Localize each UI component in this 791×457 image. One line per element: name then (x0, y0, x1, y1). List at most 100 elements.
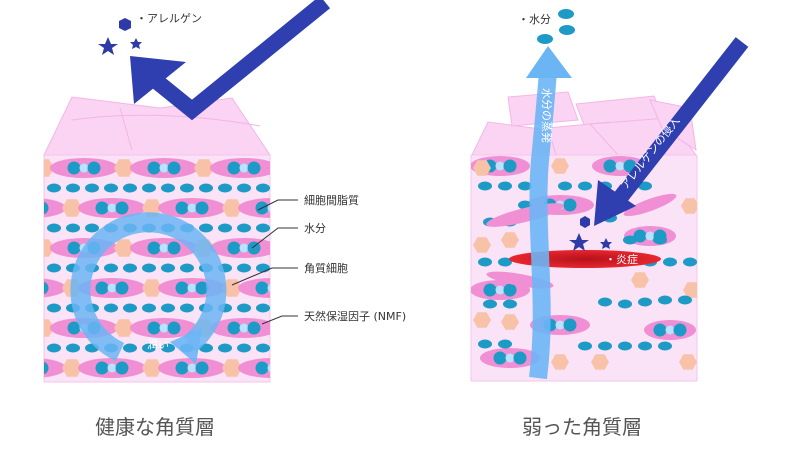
water-dot (578, 181, 592, 191)
water-dot (237, 223, 251, 233)
water-dot (85, 384, 99, 393)
lipid-hexagon (382, 359, 402, 376)
lipid-hexagon (501, 314, 519, 330)
nmf-dot (493, 351, 507, 365)
keratinocyte-cell (0, 238, 38, 258)
water-dot (256, 223, 270, 233)
water-dot (678, 295, 692, 305)
nmf-dot (255, 281, 269, 295)
keratinocyte-cell (238, 278, 270, 298)
water-dot (161, 343, 175, 353)
nmf-dot (308, 322, 321, 335)
water-dot (218, 183, 232, 193)
nmf-light (159, 243, 169, 253)
lipid-hexagon (222, 359, 242, 377)
lipid-hexagon (194, 159, 214, 177)
water-dot (123, 263, 137, 273)
legend-leaders (231, 199, 298, 325)
nmf-dot (483, 283, 497, 297)
nmf-light (159, 323, 169, 333)
lipid-hexagon (274, 239, 294, 256)
water-dot (142, 343, 156, 353)
lipid-hexagon (681, 198, 697, 214)
evaporation-label: 水分の蒸発 (540, 88, 554, 143)
nmf-dot (147, 161, 161, 175)
nmf-dot (8, 242, 21, 255)
healthy-caption: 健康な角質層 (95, 415, 215, 439)
allergen-star-small (130, 38, 142, 49)
healthy-cell-layer (0, 158, 402, 393)
healthy-skin-block: 潤い (0, 96, 402, 393)
nmf-dot (195, 201, 209, 215)
water-dot (498, 339, 512, 349)
lipid-hexagon (473, 160, 491, 176)
water-dot (123, 303, 137, 313)
water-dot (161, 183, 175, 193)
legend-intercellular-lipid: 細胞間脂質 (304, 193, 359, 207)
nmf-light (645, 231, 655, 241)
nmf-dot (147, 241, 161, 255)
lipid-hexagon (501, 232, 519, 248)
nmf-light (159, 163, 169, 173)
nmf-light (0, 324, 9, 333)
nmf-light (79, 163, 89, 173)
nmf-dot (308, 162, 321, 175)
nmf-light (665, 325, 675, 335)
water-dot (478, 181, 492, 191)
water-dot (199, 183, 213, 193)
evaporating-water (537, 9, 575, 44)
nmf-dot (175, 201, 189, 215)
water-dot (478, 257, 492, 267)
lipid-hexagon (551, 158, 569, 174)
water-dot (256, 343, 270, 353)
water-dot (104, 183, 118, 193)
water-dot (161, 384, 175, 393)
water-dot (47, 223, 61, 233)
nmf-dot (563, 318, 577, 332)
nmf-dot (513, 351, 527, 365)
water-dot (180, 384, 194, 393)
nmf-dot (115, 201, 129, 215)
water-dot (161, 303, 175, 313)
keratinocyte-cell (0, 158, 38, 178)
nmf-dot (328, 322, 341, 335)
water-dot (180, 303, 194, 313)
nmf-light (348, 364, 357, 373)
nmf-dot (67, 161, 81, 175)
legend-keratinocyte: 角質細胞 (304, 261, 348, 275)
water-dot (483, 299, 497, 309)
keratinocyte-cell (238, 198, 270, 218)
nmf-light (555, 320, 565, 330)
water-dot (498, 257, 512, 267)
lipid-hexagon (551, 354, 569, 370)
water-dot (663, 257, 677, 267)
water-dot (578, 341, 592, 351)
water-dot (47, 384, 61, 393)
nmf-light (28, 204, 37, 213)
nmf-dot (255, 361, 269, 375)
nmf-light (505, 353, 515, 363)
lipid-hexagon (473, 312, 491, 328)
water-dot (598, 341, 612, 351)
lipid-hexagon (631, 272, 649, 288)
water-dot (638, 181, 652, 191)
lipid-hexagon (382, 199, 402, 216)
water-dot (237, 384, 251, 393)
lipid-hexagon (683, 282, 697, 298)
water-dot (199, 384, 213, 393)
water-dot (618, 299, 632, 309)
nmf-dot (356, 362, 369, 375)
nmf-dot (308, 242, 321, 255)
water-dot (658, 295, 672, 305)
water-dot (218, 343, 232, 353)
nmf-light (107, 203, 117, 213)
nmf-dot (195, 361, 209, 375)
nmf-light (348, 284, 357, 293)
water-dot (618, 341, 632, 351)
nmf-light (239, 323, 249, 333)
lipid-hexagon (679, 354, 697, 370)
invading-star-small (600, 238, 612, 249)
nmf-dot (115, 281, 129, 295)
water-dot (638, 341, 652, 351)
nmf-dot (0, 242, 1, 255)
